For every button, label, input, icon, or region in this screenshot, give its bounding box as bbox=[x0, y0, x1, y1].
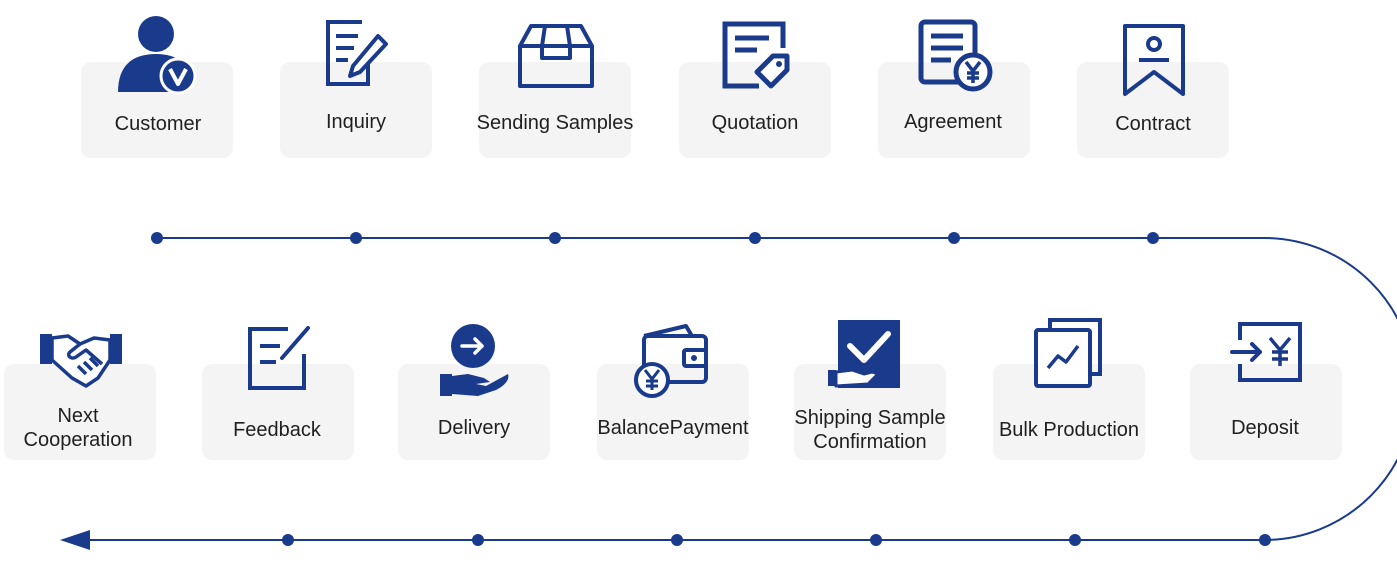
step-label-contract: Contract bbox=[1115, 113, 1191, 135]
step-label-bulk-production: Bulk Production bbox=[998, 419, 1140, 441]
step-card-inquiry bbox=[280, 62, 432, 158]
step-label-feedback: Feedback bbox=[233, 419, 321, 441]
flow-dot bbox=[671, 534, 683, 546]
flow-path bbox=[80, 237, 1397, 541]
flow-dot bbox=[1069, 534, 1081, 546]
flow-dot bbox=[472, 534, 484, 546]
step-label-shipping-sample-confirmation: Shipping Sample Confirmation bbox=[770, 406, 970, 454]
flow-dot bbox=[151, 232, 163, 244]
handshake-icon bbox=[40, 334, 122, 388]
delivery-icon bbox=[440, 324, 509, 396]
confirmation-icon bbox=[828, 320, 900, 388]
box-icon bbox=[518, 24, 594, 88]
flow-dot bbox=[948, 232, 960, 244]
step-card-quotation bbox=[679, 62, 831, 158]
step-label-inquiry: Inquiry bbox=[325, 111, 387, 133]
inquiry-icon bbox=[326, 20, 388, 86]
customer-icon bbox=[118, 16, 197, 95]
step-label-customer: Customer bbox=[114, 113, 202, 135]
step-label-line-1: Next bbox=[57, 405, 99, 427]
step-card-feedback bbox=[202, 364, 354, 460]
flow-dot bbox=[549, 232, 561, 244]
step-label-next-cooperation: Next Cooperation bbox=[0, 404, 178, 452]
step-label-delivery: Delivery bbox=[437, 417, 511, 439]
step-label-agreement: Agreement bbox=[904, 111, 1002, 133]
flow-dot bbox=[1259, 534, 1271, 546]
step-label-line-2: Cooperation bbox=[23, 429, 133, 451]
flow-dot bbox=[749, 232, 761, 244]
flow-dot bbox=[1147, 232, 1159, 244]
agreement-icon bbox=[918, 19, 993, 92]
flow-arrowhead bbox=[60, 530, 90, 550]
step-label-balance-payment: BalancePayment bbox=[597, 417, 749, 439]
contract-icon bbox=[1123, 24, 1185, 96]
quotation-icon bbox=[722, 21, 790, 89]
step-label-deposit: Deposit bbox=[1231, 417, 1299, 439]
feedback-icon bbox=[248, 326, 310, 390]
step-label-sending-samples: Sending Samples bbox=[476, 112, 634, 134]
wallet-icon bbox=[634, 324, 708, 398]
flow-dot bbox=[870, 534, 882, 546]
production-icon bbox=[1034, 318, 1102, 388]
step-card-contract bbox=[1077, 62, 1229, 158]
step-label-line-1: Shipping Sample bbox=[794, 407, 946, 429]
flow-dot bbox=[282, 534, 294, 546]
step-card-agreement bbox=[878, 62, 1030, 158]
step-label-line-2: Confirmation bbox=[813, 431, 927, 453]
deposit-icon bbox=[1230, 322, 1302, 382]
step-card-sending-samples bbox=[479, 62, 631, 158]
step-label-quotation: Quotation bbox=[711, 112, 799, 134]
flow-dot bbox=[350, 232, 362, 244]
